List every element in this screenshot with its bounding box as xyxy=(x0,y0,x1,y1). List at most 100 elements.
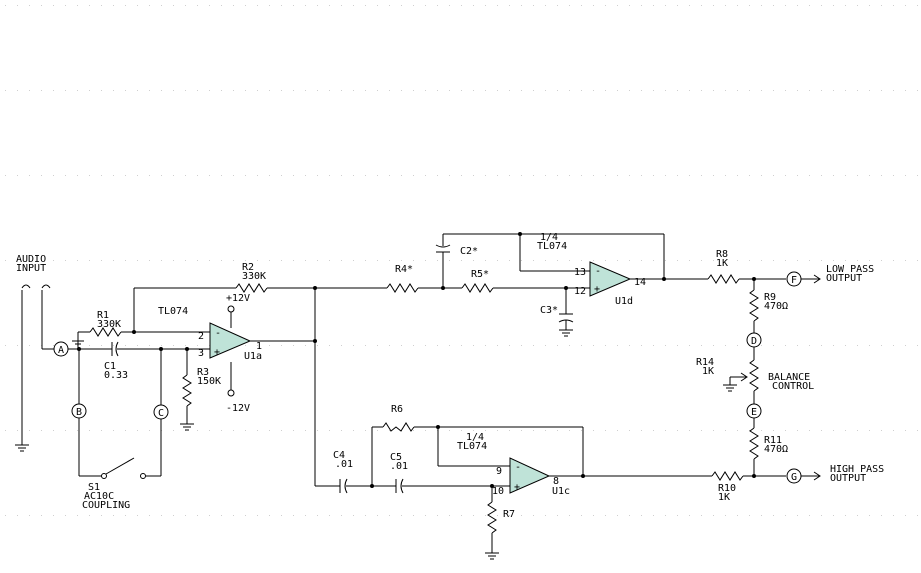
grid-dot xyxy=(257,260,258,261)
r2-value: 330K xyxy=(242,271,266,282)
grid-dot xyxy=(113,430,114,431)
r4-label: R4* xyxy=(395,264,413,275)
r8-value: 1K xyxy=(716,258,728,269)
u1a-opamp xyxy=(209,322,252,359)
grid-dot xyxy=(389,260,390,261)
grid-dot xyxy=(293,260,294,261)
s1-contact-a xyxy=(101,473,107,479)
grid-dot xyxy=(245,430,246,431)
grid-dot xyxy=(605,430,606,431)
r6-resistor xyxy=(382,422,415,432)
grid-dot xyxy=(137,90,138,91)
plus12-label: +12V xyxy=(226,293,250,304)
grid-dot xyxy=(101,345,102,346)
grid-dot xyxy=(317,90,318,91)
grid-dot xyxy=(653,260,654,261)
grid-dot xyxy=(353,175,354,176)
grid-dot xyxy=(617,430,618,431)
u1a-label: U1a xyxy=(244,351,262,362)
grid-dot xyxy=(713,260,714,261)
grid-dot xyxy=(233,90,234,91)
s1-label: S1 xyxy=(88,482,100,493)
grid-dot xyxy=(41,175,42,176)
grid-dot xyxy=(449,430,450,431)
grid-dot xyxy=(641,430,642,431)
node-g-label: G xyxy=(791,472,797,483)
grid-dot xyxy=(77,5,78,6)
grid-dot xyxy=(869,5,870,6)
grid-dot xyxy=(161,260,162,261)
grid-dot xyxy=(737,345,738,346)
grid-dot xyxy=(365,430,366,431)
grid-dot xyxy=(209,515,210,516)
grid-dot xyxy=(149,345,150,346)
grid-dot xyxy=(845,515,846,516)
grid-dot xyxy=(785,90,786,91)
grid-dot xyxy=(89,175,90,176)
grid-dot xyxy=(629,175,630,176)
grid-dot xyxy=(65,175,66,176)
grid-dot xyxy=(41,5,42,6)
grid-dot xyxy=(677,430,678,431)
grid-dot xyxy=(473,515,474,516)
grid-dot xyxy=(737,515,738,516)
grid-dot xyxy=(617,515,618,516)
grid-dot xyxy=(281,515,282,516)
grid-dot xyxy=(173,175,174,176)
grid-dot xyxy=(53,345,54,346)
grid-dot xyxy=(521,515,522,516)
grid-dot xyxy=(353,90,354,91)
grid-dot xyxy=(413,260,414,261)
grid-dot xyxy=(377,515,378,516)
u1a-pin-3: 3 xyxy=(198,348,204,359)
grid-dot xyxy=(677,260,678,261)
grid-dot xyxy=(77,90,78,91)
grid-dot xyxy=(605,345,606,346)
node-c-label: C xyxy=(158,408,164,419)
grid-dot xyxy=(725,260,726,261)
grid-dot xyxy=(197,175,198,176)
grid-dot xyxy=(293,175,294,176)
grid-dot xyxy=(89,430,90,431)
grid-dot xyxy=(161,90,162,91)
grid-dot xyxy=(785,260,786,261)
r6-label: R6 xyxy=(391,404,403,415)
grid-dot xyxy=(89,515,90,516)
grid-dot xyxy=(125,5,126,6)
grid-dot xyxy=(581,430,582,431)
grid-dot xyxy=(137,5,138,6)
u1c-label: U1c xyxy=(552,486,570,497)
grid-dot xyxy=(329,260,330,261)
grid-dot xyxy=(269,430,270,431)
grid-dot xyxy=(557,345,558,346)
grid-dot xyxy=(821,260,822,261)
grid-dot xyxy=(677,515,678,516)
grid-dot xyxy=(773,515,774,516)
high-pass-label: HIGH PASS xyxy=(830,464,884,475)
grid-dot xyxy=(89,345,90,346)
grid-dot xyxy=(353,345,354,346)
grid-dot xyxy=(449,260,450,261)
grid-dot xyxy=(569,175,570,176)
grid-dot xyxy=(761,345,762,346)
grid-dot xyxy=(185,5,186,6)
grid-dot xyxy=(101,5,102,6)
grid-dot xyxy=(893,5,894,6)
grid-dot xyxy=(461,5,462,6)
grid-dot xyxy=(725,90,726,91)
r9-value: 470Ω xyxy=(764,301,788,312)
grid-dot xyxy=(209,260,210,261)
grid-dot xyxy=(185,515,186,516)
node-c xyxy=(153,404,169,420)
grid-dot xyxy=(689,90,690,91)
grid-dot xyxy=(377,5,378,6)
grid-dot xyxy=(653,345,654,346)
grid-dot xyxy=(749,515,750,516)
r7-label: R7 xyxy=(503,509,515,520)
grid-dot xyxy=(881,345,882,346)
grid-dot xyxy=(401,90,402,91)
c1-plate-b xyxy=(115,341,119,357)
grid-dot xyxy=(785,5,786,6)
grid-dot xyxy=(425,260,426,261)
grid-dot xyxy=(473,260,474,261)
